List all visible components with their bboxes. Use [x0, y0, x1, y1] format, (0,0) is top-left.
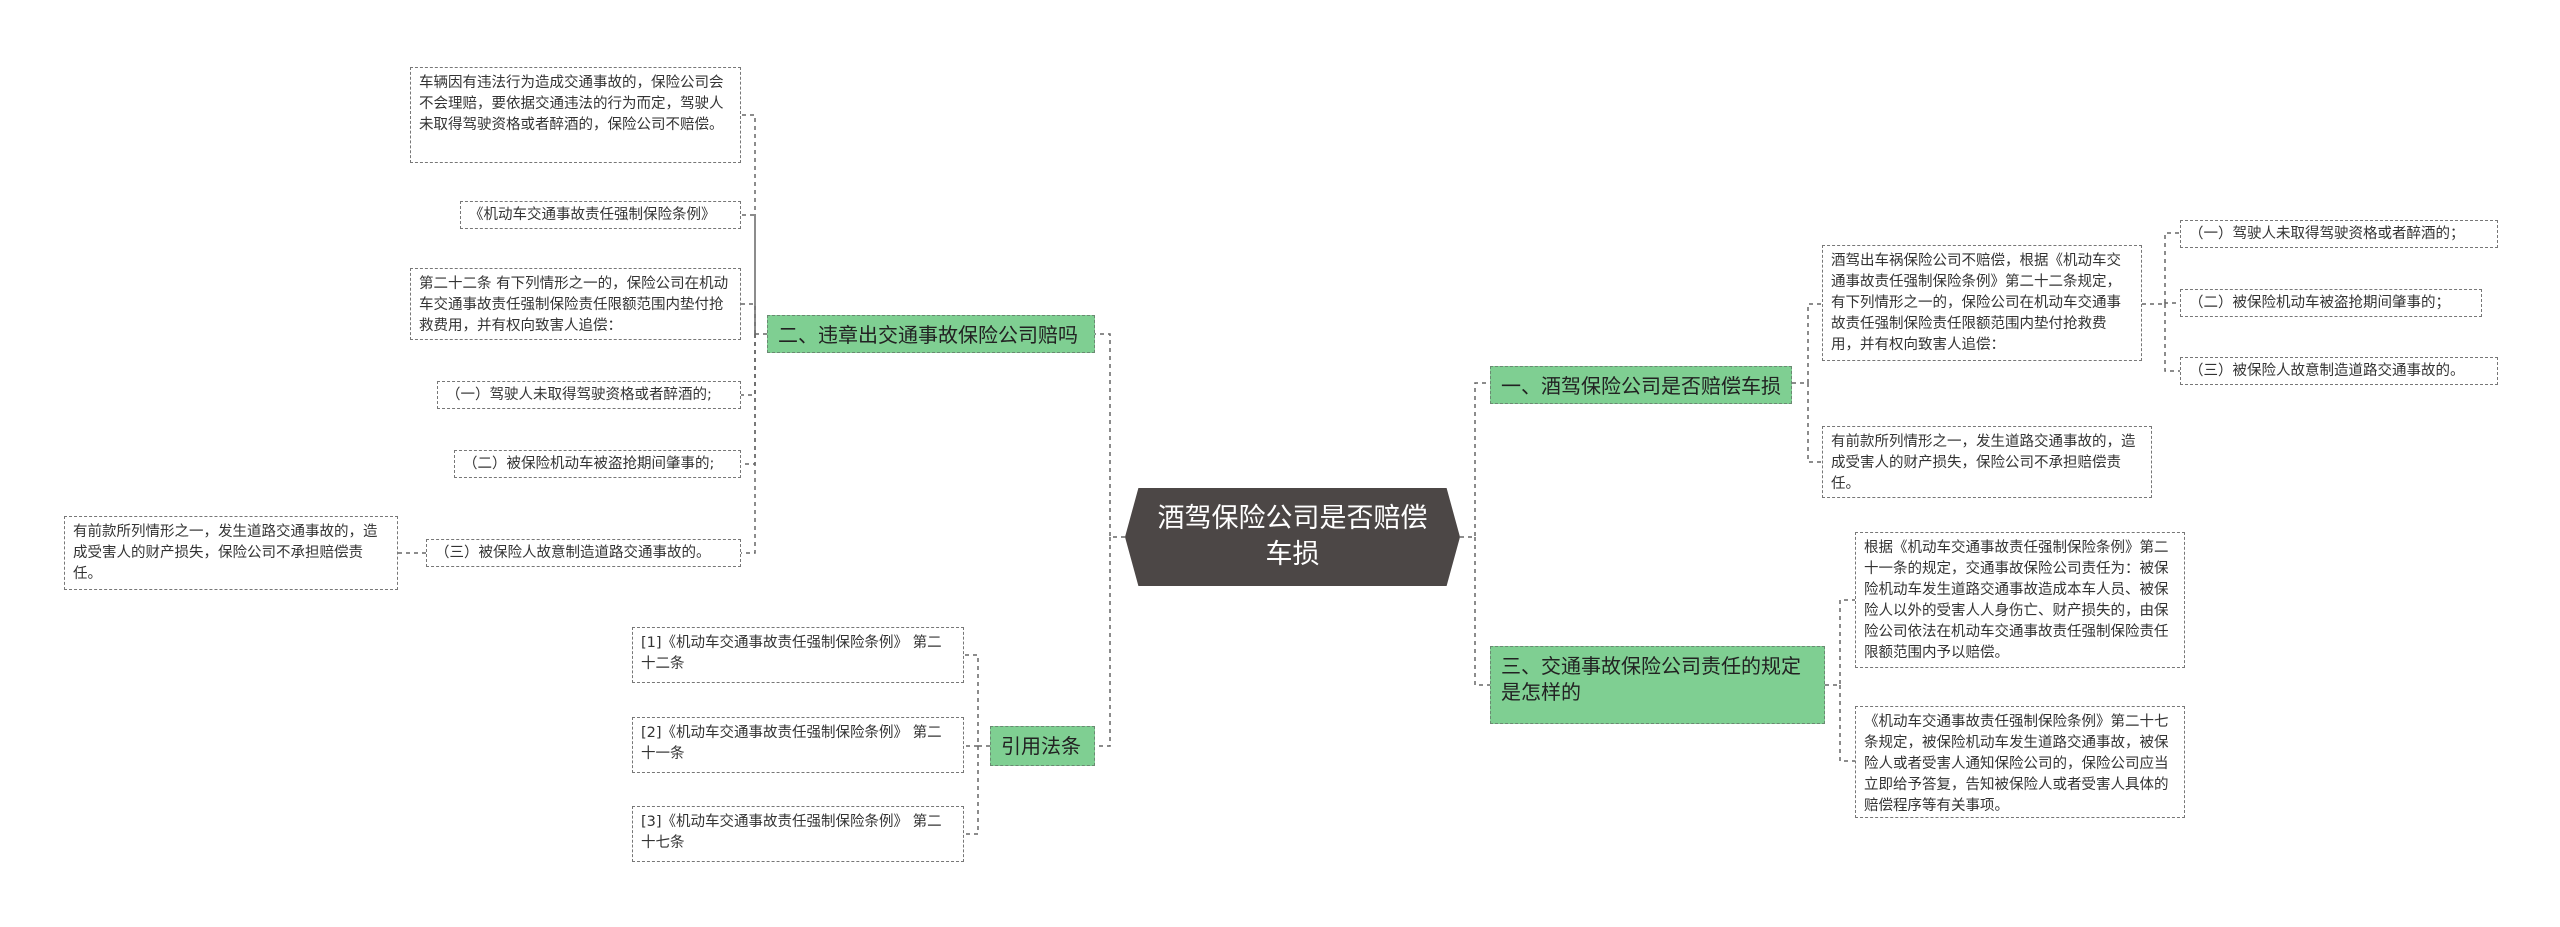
connector [741, 114, 767, 335]
b2-item-3: （三）被保险人故意制造道路交通事故的。 [426, 539, 741, 567]
b2-item-2: （二）被保险机动车被盗抢期间肇事的; [454, 450, 741, 478]
ref-item: [2]《机动车交通事故责任强制保险条例》 第二十一条 [632, 717, 964, 773]
connector [964, 654, 990, 747]
branch-label: 二、违章出交通事故保险公司赔吗 [778, 323, 1078, 347]
connector [1792, 303, 1822, 384]
connector [964, 746, 979, 835]
branch-label: 引用法条 [1001, 734, 1081, 758]
connector [2142, 232, 2180, 305]
ref-item: [3]《机动车交通事故责任强制保险条例》 第二十七条 [632, 806, 964, 862]
connector [741, 334, 756, 465]
ref-item: [1]《机动车交通事故责任强制保险条例》 第二十二条 [632, 627, 964, 683]
connector [1807, 383, 1822, 463]
connector [741, 214, 756, 334]
branch-violation-accident[interactable]: 二、违章出交通事故保险公司赔吗 [767, 315, 1095, 353]
b2-explanation: 车辆因有违法行为造成交通事故的，保险公司会不会理赔，要依据交通违法的行为而定，驾… [410, 67, 741, 163]
connector [1460, 382, 1490, 538]
branch-cited-laws[interactable]: 引用法条 [990, 726, 1095, 766]
b2-article-22: 第二十二条 有下列情形之一的，保险公司在机动车交通事故责任强制保险责任限额范围内… [410, 268, 741, 340]
connector [1474, 537, 1490, 686]
connector [741, 303, 756, 334]
b1-note: 有前款所列情形之一，发生道路交通事故的，造成受害人的财产损失，保险公司不承担赔偿… [1822, 426, 2152, 498]
b1-item-1: （一）驾驶人未取得驾驶资格或者醉酒的； [2180, 220, 2498, 248]
connector [2164, 302, 2180, 304]
connector [741, 334, 756, 396]
connector [1095, 333, 1125, 538]
branch-label: 三、交通事故保险公司责任的规定是怎样的 [1501, 654, 1801, 704]
branch-label: 一、酒驾保险公司是否赔偿车损 [1501, 374, 1781, 398]
root-title: 酒驾保险公司是否赔偿车损 [1157, 503, 1428, 570]
connector [2164, 304, 2180, 372]
branch-drunk-driving-damage[interactable]: 一、酒驾保险公司是否赔偿车损 [1490, 366, 1792, 404]
b3-article-21: 根据《机动车交通事故责任强制保险条例》第二十一条的规定，交通事故保险公司责任为：… [1855, 532, 2185, 668]
b2-law-title: 《机动车交通事故责任强制保险条例》 [460, 201, 741, 229]
connector [1095, 537, 1111, 747]
b3-article-27: 《机动车交通事故责任强制保险条例》第二十七条规定，被保险机动车发生道路交通事故，… [1855, 706, 2185, 818]
connector [1839, 685, 1855, 762]
root-topic[interactable]: 酒驾保险公司是否赔偿车损 [1125, 488, 1460, 586]
b2-note: 有前款所列情形之一，发生道路交通事故的，造成受害人的财产损失，保险公司不承担赔偿… [64, 516, 398, 590]
connector [1825, 599, 1855, 686]
b1-explanation: 酒驾出车祸保险公司不赔偿，根据《机动车交通事故责任强制保险条例》第二十二条规定，… [1822, 245, 2142, 361]
connector [741, 334, 756, 554]
b1-item-3: （三）被保险人故意制造道路交通事故的。 [2180, 357, 2498, 385]
branch-insurer-liability[interactable]: 三、交通事故保险公司责任的规定是怎样的 [1490, 646, 1825, 724]
b2-item-1: （一）驾驶人未取得驾驶资格或者醉酒的; [437, 381, 741, 409]
b1-item-2: （二）被保险机动车被盗抢期间肇事的； [2180, 289, 2482, 317]
